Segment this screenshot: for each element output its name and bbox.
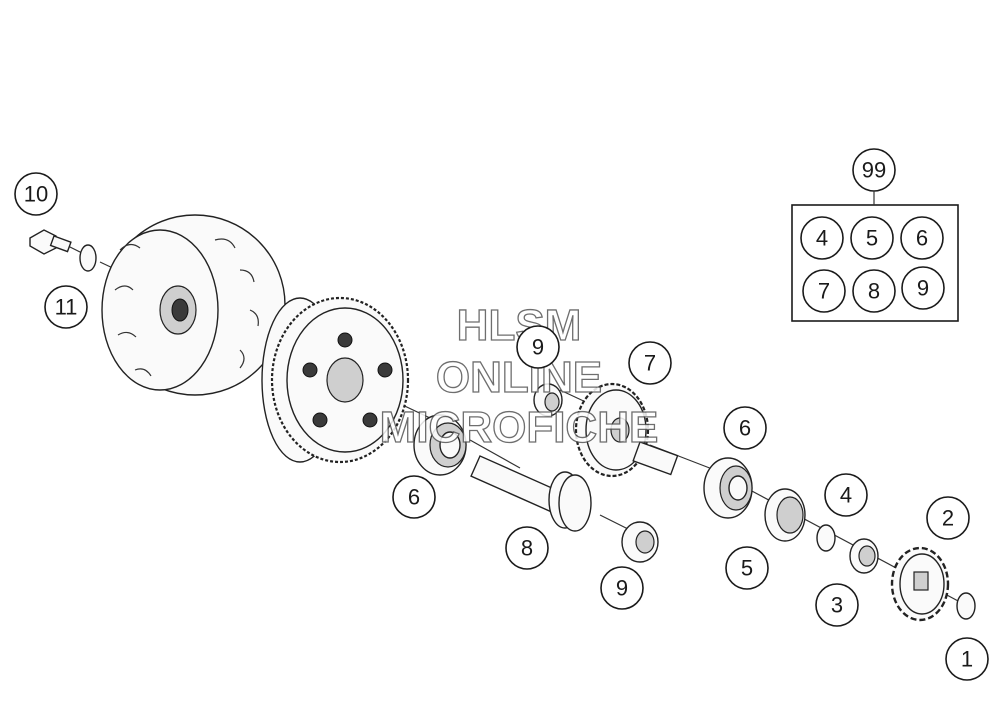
svg-text:1: 1: [961, 647, 973, 672]
callout-99[interactable]: 99: [852, 148, 896, 192]
callout-4[interactable]: 4: [824, 473, 868, 517]
needle-bearing-lower-part: [621, 521, 659, 563]
kit-item-7[interactable]: 7: [802, 269, 846, 313]
kit-item-4[interactable]: 4: [800, 216, 844, 260]
svg-text:11: 11: [55, 295, 78, 320]
svg-text:9: 9: [917, 276, 929, 301]
watermark-line-3: MICROFICHE: [380, 403, 659, 452]
callout-6-right[interactable]: 6: [723, 406, 767, 450]
svg-text:10: 10: [24, 182, 48, 207]
spacer-part: [849, 538, 879, 574]
layshaft-gear-part: [574, 382, 679, 478]
needle-bearing-upper-part: [533, 383, 563, 417]
o-ring-part: [816, 524, 836, 552]
svg-text:5: 5: [866, 226, 878, 251]
kit-item-9[interactable]: 9: [901, 266, 945, 310]
watermark: HLSM ONLINE MICROFICHE: [379, 300, 659, 452]
callout-9-upper[interactable]: 9: [516, 325, 560, 369]
svg-text:2: 2: [942, 506, 954, 531]
svg-text:6: 6: [408, 485, 420, 510]
svg-text:8: 8: [868, 279, 880, 304]
svg-text:9: 9: [532, 335, 544, 360]
svg-text:9: 9: [616, 576, 628, 601]
callout-11[interactable]: 11: [44, 285, 88, 329]
clutch-pack-part: [261, 296, 410, 464]
callout-6-left[interactable]: 6: [392, 475, 436, 519]
circlip-part: [956, 592, 976, 620]
kit-item-6[interactable]: 6: [900, 216, 944, 260]
clutch-basket-part: [101, 214, 286, 396]
svg-text:6: 6: [916, 226, 928, 251]
bearing-right-part: [703, 457, 753, 519]
washer-part: [79, 244, 97, 272]
main-shaft-part: [470, 455, 592, 532]
callout-3[interactable]: 3: [815, 583, 859, 627]
callout-7[interactable]: 7: [628, 341, 672, 385]
callout-5[interactable]: 5: [725, 546, 769, 590]
bearing-left-part: [413, 414, 467, 476]
svg-text:6: 6: [739, 416, 751, 441]
svg-text:7: 7: [644, 351, 656, 376]
seal-part: [764, 488, 806, 542]
callout-10[interactable]: 10: [14, 172, 58, 216]
kit-item-8[interactable]: 8: [852, 269, 896, 313]
svg-text:99: 99: [862, 158, 886, 183]
sprocket-part: [890, 546, 950, 622]
callout-9-lower[interactable]: 9: [600, 566, 644, 610]
kit-item-5[interactable]: 5: [850, 216, 894, 260]
svg-text:3: 3: [831, 593, 843, 618]
svg-text:4: 4: [816, 226, 828, 251]
bolt-part: [29, 229, 72, 255]
callout-2[interactable]: 2: [926, 496, 970, 540]
svg-text:7: 7: [818, 279, 830, 304]
svg-text:5: 5: [741, 556, 753, 581]
callout-1[interactable]: 1: [945, 637, 989, 681]
watermark-line-2: ONLINE: [436, 353, 602, 402]
svg-text:4: 4: [840, 483, 852, 508]
svg-text:8: 8: [521, 536, 533, 561]
callout-8[interactable]: 8: [505, 526, 549, 570]
